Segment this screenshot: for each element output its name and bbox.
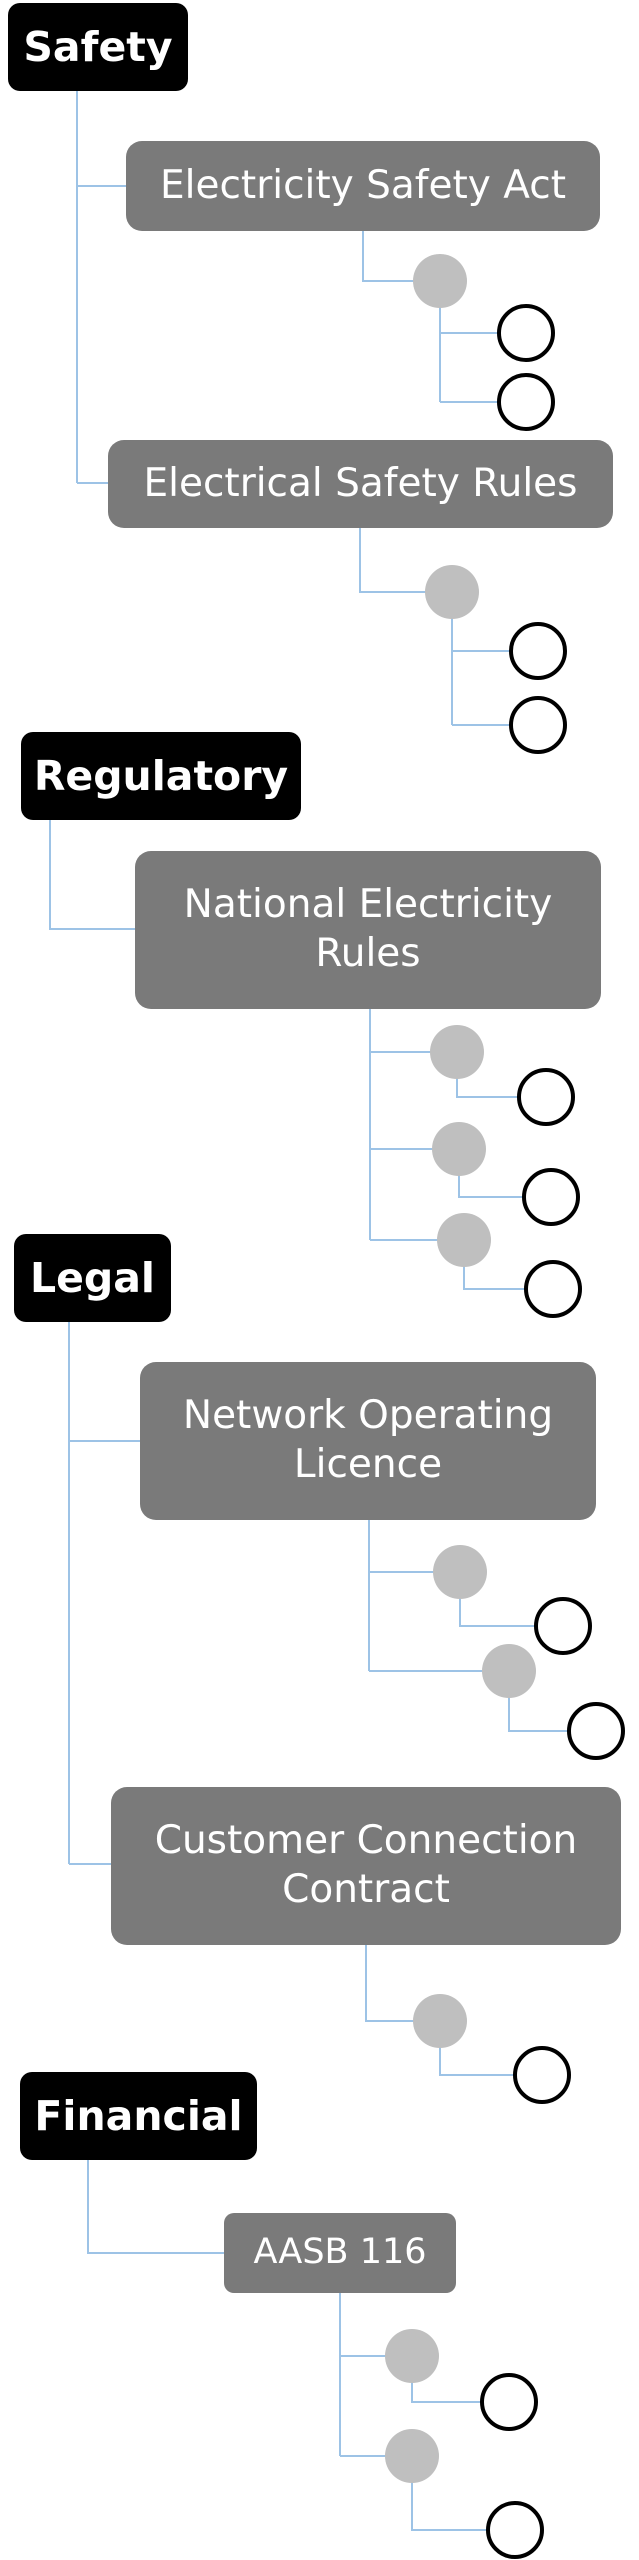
grey-dot-node — [433, 1545, 487, 1599]
open-ring-node — [509, 696, 567, 754]
grey-dot-node — [385, 2329, 439, 2383]
open-ring-node — [480, 2373, 538, 2431]
category-branch — [49, 820, 135, 930]
open-ring-node — [513, 2046, 571, 2104]
document-electricity-safety-act: Electricity Safety Act — [126, 141, 600, 231]
document-network-operating-licence: Network Operating Licence — [140, 1362, 596, 1520]
grey-dot-node — [432, 1122, 486, 1176]
open-ring-node — [522, 1168, 580, 1226]
grey-dot-node — [413, 254, 467, 308]
grey-dot-node — [425, 565, 479, 619]
document-electrical-safety-rules: Electrical Safety Rules — [108, 440, 613, 528]
document-national-electricity-rules: National Electricity Rules — [135, 851, 601, 1009]
category-financial: Financial — [20, 2072, 257, 2160]
category-regulatory: Regulatory — [21, 732, 301, 820]
open-ring-node — [486, 2501, 544, 2559]
open-ring-node — [534, 1597, 592, 1655]
open-ring-node — [567, 1702, 625, 1760]
category-branch — [87, 2160, 224, 2254]
grey-dot-node — [430, 1025, 484, 1079]
document-customer-connection-contract: Customer Connection Contract — [111, 1787, 621, 1945]
open-ring-node — [497, 304, 555, 362]
grey-dot-node — [482, 1644, 536, 1698]
grey-dot-node — [413, 1994, 467, 2048]
open-ring-node — [509, 622, 567, 680]
grey-dot-node — [385, 2429, 439, 2483]
open-ring-node — [517, 1068, 575, 1126]
open-ring-node — [497, 373, 555, 431]
document-aasb-116: AASB 116 — [224, 2213, 456, 2293]
grey-dot-node — [437, 1213, 491, 1267]
category-legal: Legal — [14, 1234, 171, 1322]
open-ring-node — [524, 1260, 582, 1318]
connector-line — [359, 528, 452, 593]
category-safety: Safety — [8, 3, 188, 91]
